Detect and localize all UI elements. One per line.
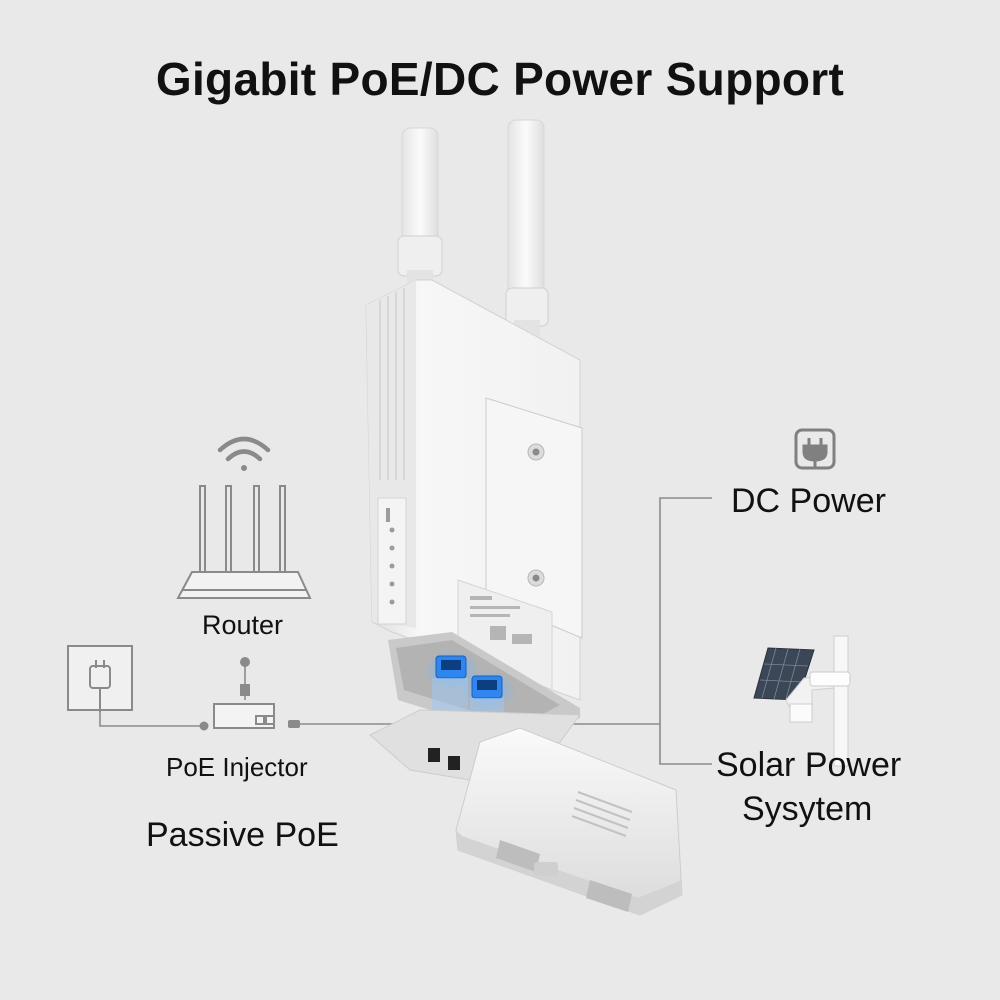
- antenna-left: [397, 127, 443, 292]
- router-label: Router: [202, 610, 284, 640]
- wall-outlet-icon: [67, 645, 133, 712]
- poe-injector-icon: [199, 657, 300, 731]
- dc-power-label: DC Power: [731, 482, 886, 520]
- access-point-device: [365, 279, 583, 781]
- port-cover-cap: [455, 727, 683, 916]
- dc-plug-icon: [794, 428, 836, 470]
- solar-panel-icon: [753, 635, 851, 767]
- solar-power-label-line2: Sysytem: [742, 790, 873, 828]
- wifi-icon: [217, 436, 271, 471]
- page-title: Gigabit PoE/DC Power Support: [155, 53, 845, 105]
- solar-power-label-line1: Solar Power: [716, 746, 902, 784]
- router-icon: [176, 485, 312, 599]
- antenna-right: [505, 119, 549, 342]
- poe-injector-label: PoE Injector: [166, 752, 308, 782]
- passive-poe-label: Passive PoE: [146, 816, 339, 854]
